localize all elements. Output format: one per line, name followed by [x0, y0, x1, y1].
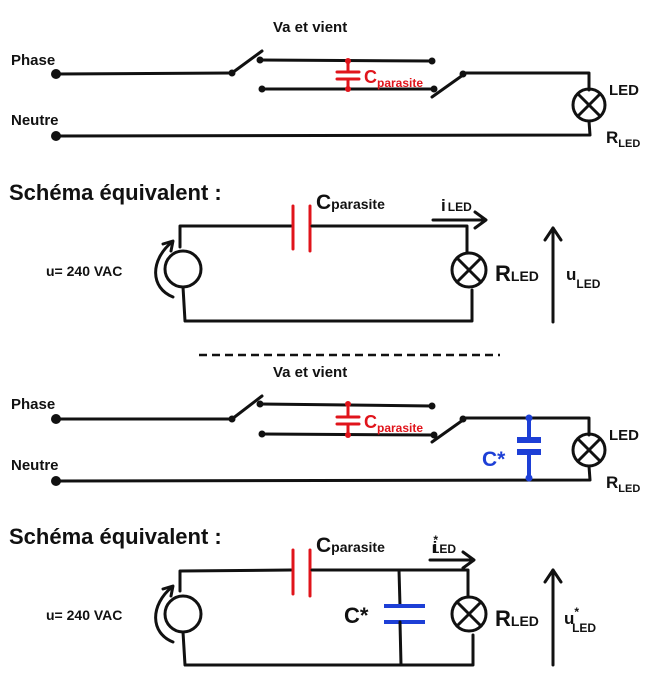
current-label: i*LED	[432, 533, 456, 557]
switch2-lever	[430, 73, 465, 99]
top-wire-right	[310, 224, 469, 254]
switch2-lever	[430, 418, 465, 444]
r-led-label: RLED	[606, 128, 640, 150]
equivalent-title: Schéma équivalent :	[9, 524, 222, 549]
led-lamp-icon	[571, 432, 607, 468]
load-wire	[461, 416, 591, 437]
parasitic-cap-label: Cparasite	[316, 534, 385, 557]
voltage-label: uLED	[566, 265, 601, 291]
voltage-arrowhead-icon	[543, 226, 563, 242]
voltage-arrowhead-icon	[543, 568, 563, 584]
r-led-label: RLED	[606, 473, 640, 495]
parasitic-cap-label: Cparasite	[316, 191, 385, 214]
wiring-diagram-2: Va et vient Phase Neutre LED RLED	[11, 364, 640, 495]
neutral-label: Neutre	[11, 112, 59, 129]
source-voltage-arrow-icon	[154, 240, 175, 299]
neutral-wire	[54, 464, 592, 483]
bottom-wire	[181, 630, 475, 667]
phase-label: Phase	[11, 396, 55, 413]
parasitic-capacitor-icon	[335, 401, 361, 438]
phase-label: Phase	[11, 52, 55, 69]
r-led-label: RLED	[495, 606, 539, 631]
equivalent-circuit-1: Schéma équivalent : Cparasite u= 240 VAC…	[9, 180, 601, 324]
added-cap-label: C*	[344, 603, 369, 628]
source-label: u= 240 VAC	[46, 607, 122, 623]
neutral-terminal	[51, 476, 61, 486]
source-voltage-arrow-icon	[154, 585, 175, 644]
parasitic-cap-label: Cparasite	[364, 412, 423, 435]
switch-label: Va et vient	[273, 364, 347, 381]
cstar-lead-bottom	[398, 620, 403, 667]
neutral-label: Neutre	[11, 457, 59, 474]
ac-source-icon	[163, 594, 203, 634]
top-wire-left	[178, 568, 293, 593]
equivalent-circuit-2: Schéma équivalent : Cparasite u= 240 VAC…	[9, 524, 596, 667]
top-wire-left	[178, 224, 293, 249]
switch1-lever	[230, 49, 264, 75]
voltage-label: u*LED	[564, 605, 596, 635]
parasitic-capacitor-icon	[335, 58, 361, 92]
source-arrowhead-icon	[161, 239, 175, 253]
switch2-contact-top	[428, 402, 436, 410]
switch2-contact-top	[428, 57, 436, 65]
led-label: LED	[609, 82, 639, 99]
phase-wire	[54, 71, 234, 76]
source-label: u= 240 VAC	[46, 263, 122, 279]
parasitic-cap-label: Cparasite	[364, 67, 423, 90]
current-arrowhead-icon	[461, 550, 476, 570]
neutral-terminal	[51, 131, 61, 141]
added-capacitor-icon	[517, 414, 541, 482]
neutral-wire	[54, 119, 592, 138]
ac-source-icon	[163, 249, 203, 289]
led-lamp-icon	[571, 87, 607, 123]
load-wire	[461, 71, 591, 92]
wiring-diagram-1: Va et vient Phase Neutre LED RLED	[11, 19, 640, 150]
r-led-label: RLED	[495, 261, 539, 286]
switch2-contact-bottom	[430, 431, 438, 439]
switch2-contact-bottom	[430, 85, 438, 93]
r-led-lamp-icon	[450, 251, 488, 289]
current-arrowhead-icon	[473, 210, 488, 230]
switch-label: Va et vient	[273, 19, 347, 36]
added-cap-label: C*	[482, 448, 506, 471]
top-wire-right	[310, 568, 470, 599]
bottom-wire	[181, 285, 474, 323]
switch1-lever	[230, 394, 264, 421]
led-label: LED	[609, 427, 639, 444]
equivalent-title: Schéma équivalent :	[9, 180, 222, 205]
source-arrowhead-icon	[161, 584, 175, 598]
cstar-lead-top	[397, 568, 402, 608]
r-led-lamp-icon	[450, 595, 488, 633]
